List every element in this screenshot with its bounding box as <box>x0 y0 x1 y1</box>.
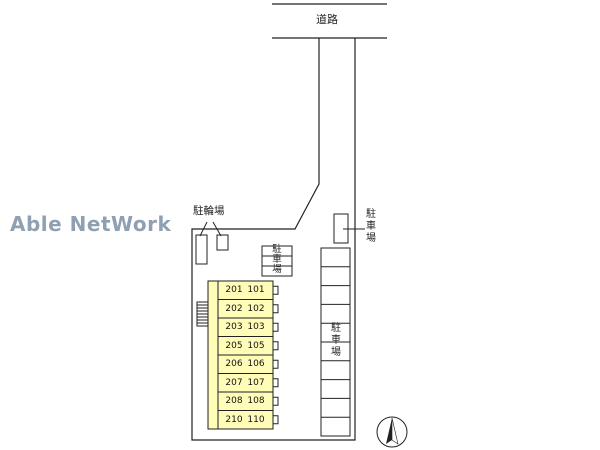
building-unit-rows <box>218 285 279 425</box>
main-parking-label: 駐車場 <box>331 323 341 358</box>
unit-label-upper: 202 <box>225 303 243 314</box>
unit-label-lower: 103 <box>247 322 265 333</box>
unit-label-lower: 102 <box>247 303 265 314</box>
balcony-tab <box>272 322 279 332</box>
lot-boundary <box>191 38 356 441</box>
watermark-logo: Able NetWork <box>10 212 172 236</box>
bicycle-parking-box-1 <box>195 234 208 265</box>
unit-label-lower: 106 <box>247 359 265 370</box>
balcony-tab <box>272 341 279 351</box>
unit-label-upper: 203 <box>225 322 243 333</box>
bicycle-parking-label: 駐輪場 <box>193 205 225 217</box>
unit-label-lower: 107 <box>247 377 265 388</box>
balcony-tab <box>272 359 279 369</box>
unit-label-upper: 201 <box>225 285 243 296</box>
road-label: 道路 <box>316 13 338 26</box>
unit-label-upper: 207 <box>225 377 243 388</box>
unit-label-lower: 105 <box>247 340 265 351</box>
unit-label-upper: 206 <box>225 359 243 370</box>
east-parking-label: 駐車場 <box>366 209 376 244</box>
balcony-tab <box>272 285 279 295</box>
north-arrow-icon <box>376 416 408 448</box>
balcony-tab <box>272 415 279 425</box>
unit-label-lower: 110 <box>247 414 265 425</box>
center-parking-box <box>261 245 293 277</box>
bicycle-label-pointer-1 <box>199 221 208 237</box>
bicycle-label-pointer-2 <box>212 221 222 237</box>
balcony-tab <box>272 396 279 406</box>
balcony-tab <box>272 304 279 314</box>
unit-label-lower: 108 <box>247 396 265 407</box>
bicycle-parking-box-2 <box>216 234 229 251</box>
unit-label-upper: 208 <box>225 396 243 407</box>
unit-label-lower: 101 <box>247 285 265 296</box>
balcony-tab <box>272 378 279 388</box>
unit-label-upper: 210 <box>225 414 243 425</box>
unit-label-upper: 205 <box>225 340 243 351</box>
staircase-steps <box>197 304 208 324</box>
center-parking-label: 駐車場 <box>272 244 282 275</box>
main-parking-dividers <box>321 266 350 418</box>
